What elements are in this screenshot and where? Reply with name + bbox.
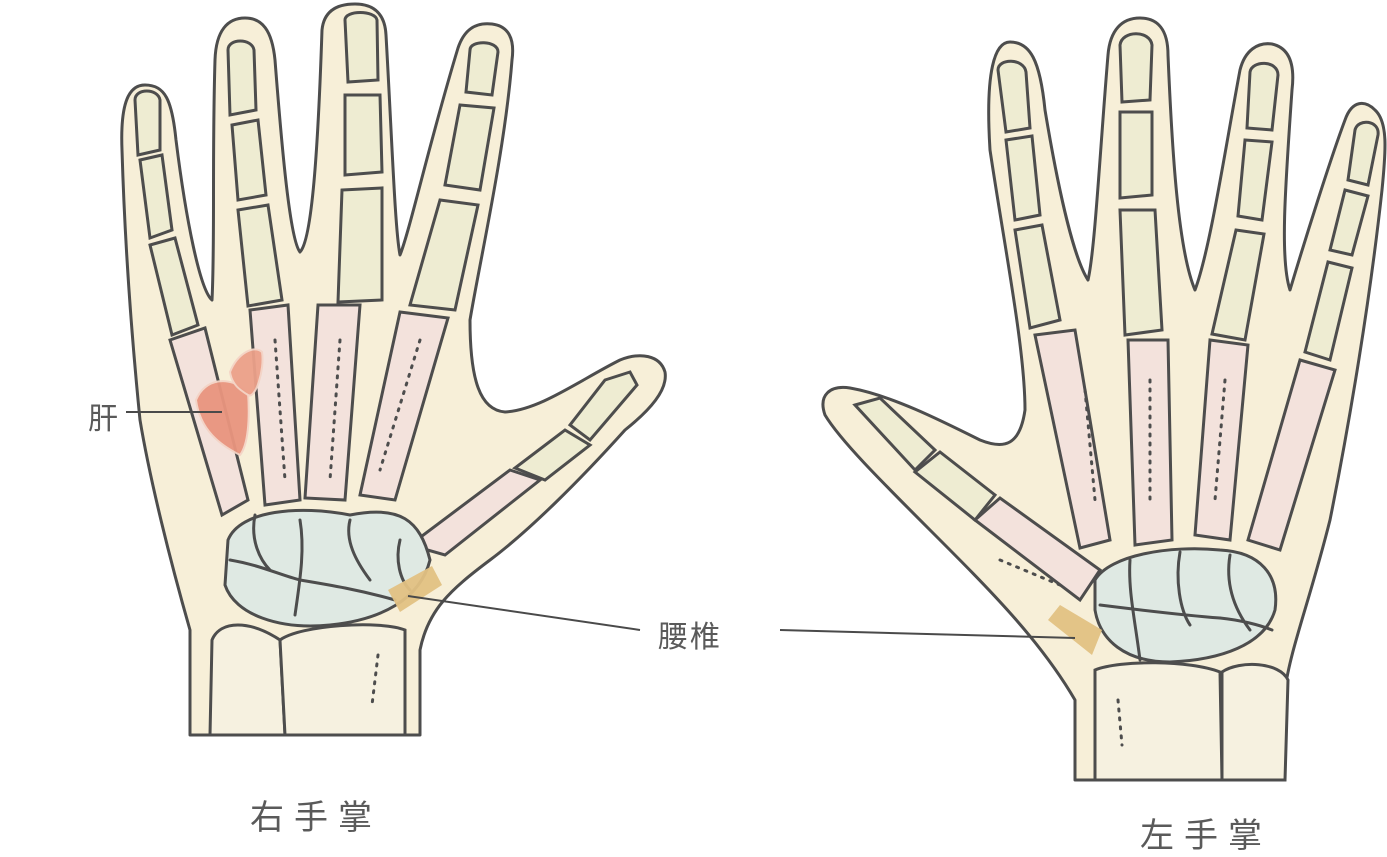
right-palm-caption: 右手掌: [250, 798, 382, 838]
left-carpal-bones: [1093, 547, 1278, 664]
liver-label: 肝: [88, 402, 120, 437]
left-lumbar-reflex-zone: [1048, 605, 1102, 655]
left-ulna: [1220, 662, 1290, 782]
right-ulna: [208, 623, 287, 737]
left-palm-illustration: [821, 16, 1387, 782]
liver-reflex-zone: [194, 348, 264, 457]
lumbar-label: 腰椎: [658, 620, 722, 655]
left-metacarpal-1: [972, 496, 1103, 603]
right-palm-illustration: [120, 2, 667, 737]
right-metacarpal-2: [358, 310, 450, 502]
lumbar-leader-line-right: [407, 595, 641, 631]
left-radius: [1093, 661, 1224, 782]
left-metacarpal-2: [1033, 328, 1112, 550]
left-metacarpal-5: [1246, 358, 1337, 552]
left-palm-caption: 左手掌: [1140, 816, 1272, 856]
right-radius: [278, 623, 407, 737]
right-metacarpal-1: [406, 468, 544, 557]
right-metacarpal-3: [303, 303, 362, 502]
right-lumbar-reflex-zone: [388, 566, 442, 612]
left-metacarpal-4: [1193, 338, 1250, 542]
lumbar-leader-line-left: [779, 629, 1076, 639]
